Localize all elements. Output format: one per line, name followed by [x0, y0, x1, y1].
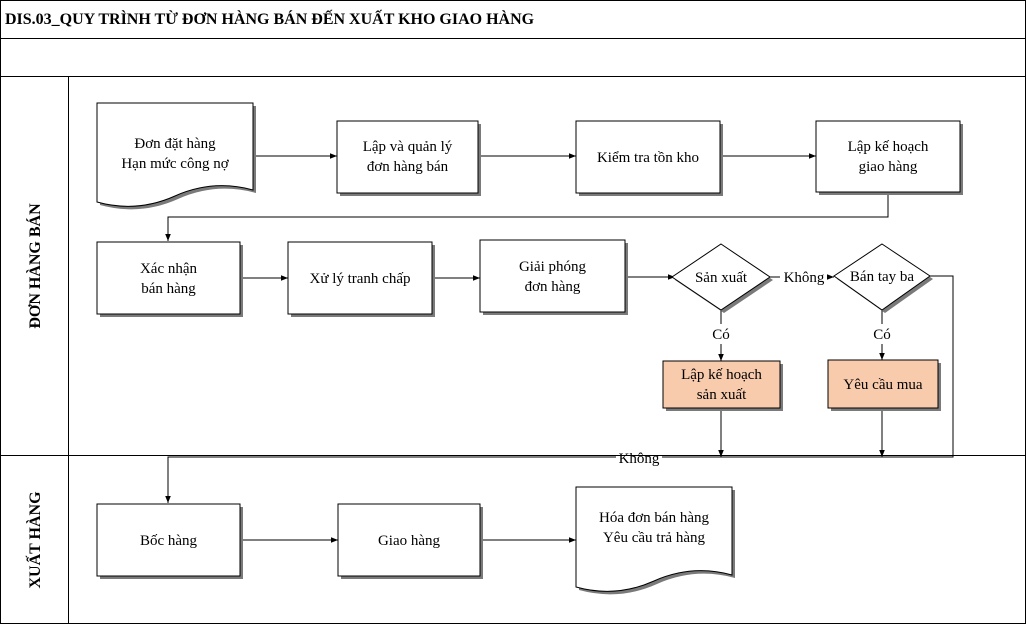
node-invoice-document-line-2: Yêu cầu trả hàng [603, 530, 706, 546]
edge-label-produce-yes: Có [712, 327, 730, 343]
node-decision-produce-line-1: Sản xuất [695, 270, 748, 286]
node-order-document-line-1: Đơn đặt hàng [134, 136, 216, 152]
node-plan-delivery: Lập kế hoạch giao hàng [815, 120, 963, 195]
node-release-order-line-2: đơn hàng [525, 279, 581, 295]
node-delivery-line-1: Giao hàng [378, 533, 441, 549]
node-handle-dispute: Xử lý tranh chấp [287, 241, 435, 317]
node-create-sales-order: Lập và quản lý đơn hàng bán [336, 120, 481, 196]
node-purchase-request: Yêu cầu mua [827, 359, 941, 411]
node-create-sales-order-line-2: đơn hàng bán [367, 159, 449, 175]
node-release-order-line-1: Giải phóng [519, 259, 587, 275]
node-confirm-sale: Xác nhận bán hàng [96, 241, 243, 317]
page-title: DIS.03_QUY TRÌNH TỪ ĐƠN HÀNG BÁN ĐẾN XUẤ… [5, 9, 535, 28]
node-order-document-line-2: Hạn mức công nợ [121, 156, 229, 172]
node-release-order: Giải phóng đơn hàng [479, 239, 628, 315]
node-confirm-sale-line-2: bán hàng [141, 281, 196, 297]
node-invoice-document: Hóa đơn bán hàng Yêu cầu trả hàng [575, 486, 735, 595]
node-handle-dispute-line-1: Xử lý tranh chấp [309, 271, 410, 287]
connectors [165, 153, 954, 543]
node-decision-third-party: Bán tay ba [833, 243, 933, 313]
lane-label-sales: ĐƠN HÀNG BÁN [25, 203, 44, 329]
node-check-stock-line-1: Kiểm tra tồn kho [597, 150, 699, 166]
node-confirm-sale-line-1: Xác nhận [140, 261, 198, 277]
node-plan-production-line-1: Lập kế hoạch [681, 367, 762, 383]
node-plan-production: Lập kế hoạch sản xuất [662, 360, 783, 411]
node-plan-delivery-line-2: giao hàng [859, 159, 918, 175]
node-decision-produce: Sản xuất [671, 243, 773, 313]
node-picking-line-1: Bốc hàng [140, 533, 198, 549]
node-plan-delivery-line-1: Lập kế hoạch [848, 139, 929, 155]
node-decision-third-party-line-1: Bán tay ba [850, 269, 914, 285]
node-invoice-document-line-1: Hóa đơn bán hàng [599, 510, 709, 526]
edge-label-produce-no: Không [784, 270, 825, 286]
node-check-stock: Kiểm tra tồn kho [575, 120, 723, 196]
node-delivery: Giao hàng [337, 503, 483, 579]
node-picking: Bốc hàng [96, 503, 243, 579]
edge-label-third-party-no: Không [619, 451, 660, 467]
node-create-sales-order-line-1: Lập và quản lý [363, 139, 453, 155]
node-order-document: Đơn đặt hàng Hạn mức công nợ [96, 102, 256, 210]
lane-label-shipping: XUẤT HÀNG [25, 491, 44, 589]
edge-label-third-party-yes: Có [873, 327, 891, 343]
node-plan-production-line-2: sản xuất [697, 387, 747, 403]
node-purchase-request-line-1: Yêu cầu mua [843, 377, 922, 393]
